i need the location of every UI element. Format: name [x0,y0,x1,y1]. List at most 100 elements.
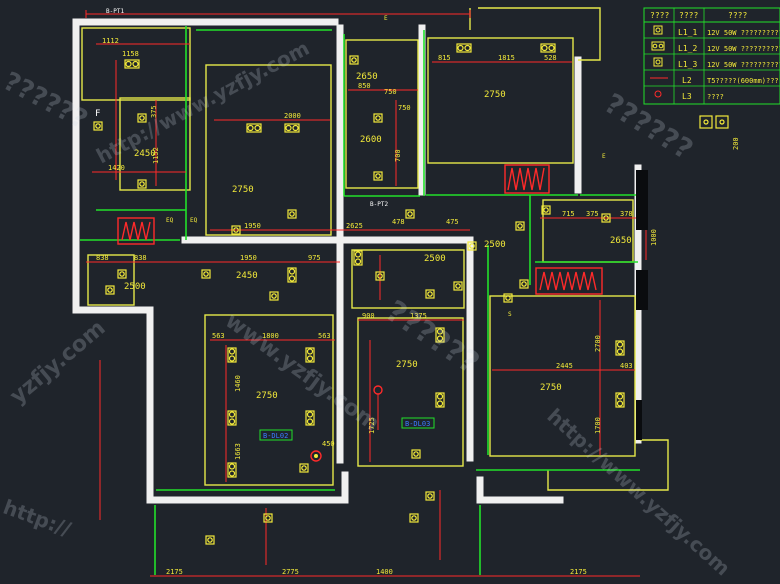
dimension-text: 563 [318,332,331,340]
dimension-text: 378 [620,210,633,218]
dimension-text: 1158 [122,50,139,58]
legend-table: ???? ???? ???? L1_1 L1_2 L1_3 L2 L3 12V … [643,7,780,105]
legend-header: ???? [679,11,698,20]
dimension-text: 1663 [234,443,242,460]
dimension-text: 1815 [498,54,515,62]
dimension-text: 478 [392,218,405,226]
dimension-lines [85,10,647,577]
dimension-text: 1420 [108,164,125,172]
legend-desc: ???? [707,93,724,101]
ceiling-height: 2750 [540,383,562,393]
downlight-pair [435,327,445,343]
downlight-pair [227,410,237,426]
dimension-text: 2175 [570,568,587,576]
section-marker: B-PT2 [370,201,388,208]
legend-code: L1_3 [678,60,697,69]
floor-drain-label: F [95,109,100,119]
ceiling-height: 2750 [484,90,506,100]
dimension-text: 1725 [368,417,376,434]
dimension-text: 200 [732,137,740,150]
dimension-text: 2175 [166,568,183,576]
walls [72,18,642,504]
ceiling-height: 2600 [360,135,382,145]
dimension-text: 1375 [410,312,427,320]
downlight-pair [353,250,363,266]
equal-label: EQ [190,217,198,224]
dimension-text: 700 [394,149,402,162]
ventilation-strips [117,164,603,295]
dimension-text: 750 [398,104,411,112]
dimension-text: 2775 [282,568,299,576]
reference-labels: B-PT1 B-PT2 F EQ EQ E E S 450 [95,8,606,448]
dimension-text: 563 [212,332,225,340]
dimension-text: 838 [134,254,147,262]
dimension-text: 715 [562,210,575,218]
downlight-pair [456,43,472,53]
equal-label: EQ [166,217,174,224]
dimension-text: 1112 [102,37,119,45]
legend-code: L1_1 [678,28,697,37]
downlight-pair [227,347,237,363]
dimension-text: 1400 [376,568,393,576]
downlights [93,55,611,545]
dimension-text: 2445 [556,362,573,370]
ceiling-height: 2750 [256,391,278,401]
fixture-tags: B-DL02 B-DL03 [259,417,435,441]
dimension-text: 1152 [152,147,160,164]
room-outlines [81,7,669,491]
downlight-pair [284,123,300,133]
elevation-label: E [602,153,606,160]
downlight-pair [305,410,315,426]
dimension-text: 1950 [240,254,257,262]
dimension-text: 2000 [284,112,301,120]
dimension-text: 450 [322,440,335,448]
legend-desc: 12V 50W ???????????? [707,61,780,69]
ceiling-height: 2750 [232,185,254,195]
fixture-tag: B-DL03 [405,420,430,428]
dimension-text: 900 [362,312,375,320]
downlight-pair [615,340,625,356]
elevation-label: E [384,15,388,22]
dimension-text: 1000 [650,229,658,246]
legend-desc: T5?????(600mm)???:27 [707,77,780,85]
pendant-lamps [310,385,383,462]
section-marker: B-PT1 [106,8,124,15]
downlight-pair [227,462,237,478]
legend-code: L1_2 [678,44,697,53]
dimension-text: 375 [150,105,158,118]
switch-icons [699,115,729,129]
dimension-text: 475 [446,218,459,226]
dimension-text: 2700 [594,335,602,352]
dimension-text: 528 [544,54,557,62]
legend-header: ???? [728,11,747,20]
legend-desc: 12V 50W ???????????? [707,29,780,37]
downlight-pair [305,347,315,363]
ceiling-height: 2650 [356,72,378,82]
downlight-pair [435,392,445,408]
ceiling-height: 2750 [396,360,418,370]
ceiling-height: 2450 [134,149,156,159]
fixture-tag: B-DL02 [263,432,288,440]
ceiling-height: 2500 [484,240,506,250]
downlight-pairs [124,43,625,478]
dimension-text: 1800 [262,332,279,340]
dimension-labels: 1112 1158 815 1815 528 850 2000 1420 195… [96,37,740,576]
ceiling-height: 2650 [610,236,632,246]
legend-code: L3 [682,92,692,101]
downlight-pair [124,59,140,69]
legend-header: ???? [650,11,669,20]
dimension-text: 1460 [234,375,242,392]
partition-lines [80,26,640,575]
downlight-pair [246,123,262,133]
ceiling-height: 2450 [236,271,258,281]
dimension-text: 750 [384,88,397,96]
legend-desc: 12V 50W ???????????? [707,45,780,53]
downlight-pair [540,43,556,53]
downlight-pair [615,392,625,408]
dimension-text: 375 [586,210,599,218]
legend-code: L2 [682,76,692,85]
dimension-text: 850 [358,82,371,90]
dimension-text: 975 [308,254,321,262]
